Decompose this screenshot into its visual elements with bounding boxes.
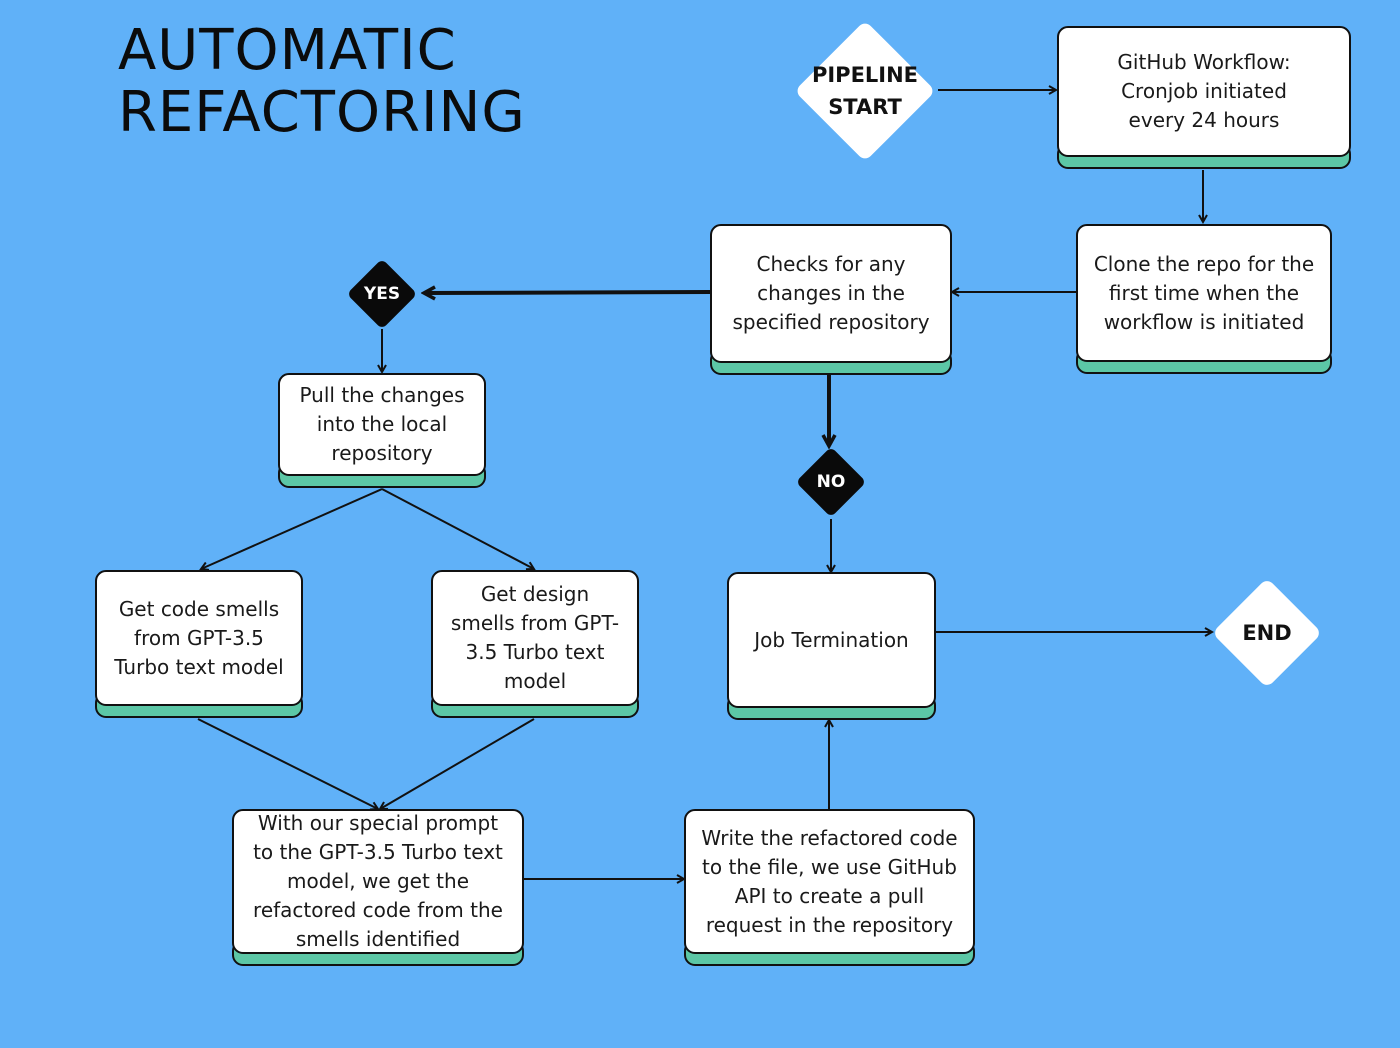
step-check-changes: Checks for any changes in the specified … [710,224,952,375]
step-github-workflow-text: GitHub Workflow: Cronjob initiated every… [1117,50,1291,132]
step-job-termination-text: Job Termination [754,627,909,652]
step-write-and-pr-text: Write the refactored code to the file, w… [701,825,958,937]
diagram-title: AUTOMATIC REFACTORING [118,20,638,144]
pipeline-start-terminal: PIPELINE START [793,19,937,163]
step-pull-changes: Pull the changes into the local reposito… [278,373,486,488]
step-refactor-prompt-text: With our special prompt to the GPT-3.5 T… [253,811,503,951]
arrow-pull-to-code-smells [201,488,383,569]
step-write-and-pr: Write the refactored code to the file, w… [684,809,975,966]
title-line-1: AUTOMATIC [118,18,457,83]
title-line-2: REFACTORING [118,80,526,145]
step-pull-changes-text: Pull the changes into the local reposito… [299,383,465,465]
decision-no: NO [795,446,867,518]
decision-yes-label: YES [363,284,401,304]
step-github-workflow: GitHub Workflow: Cronjob initiated every… [1057,26,1351,169]
pipeline-start-label: PIPELINE START [811,63,919,119]
arrow-pull-to-design-smells [381,488,534,569]
step-design-smells-text: Get design smells from GPT- 3.5 Turbo te… [450,582,620,693]
step-job-termination: Job Termination [727,572,936,720]
step-clone-repo-text: Clone the repo for the first time when t… [1093,251,1315,334]
step-clone-repo: Clone the repo for the first time when t… [1076,224,1332,374]
step-design-smells: Get design smells from GPT- 3.5 Turbo te… [431,570,639,718]
step-refactor-prompt: With our special prompt to the GPT-3.5 T… [232,809,524,966]
decision-no-label: NO [816,472,846,492]
step-check-changes-text: Checks for any changes in the specified … [732,252,930,334]
end-label: END [1242,621,1292,645]
step-code-smells: Get code smells from GPT-3.5 Turbo text … [95,570,303,718]
end-terminal: END [1211,577,1323,689]
arrow-check-to-yes [424,292,711,293]
arrow-design-smells-to-prompt [380,718,535,809]
step-code-smells-text: Get code smells from GPT-3.5 Turbo text … [114,596,284,679]
decision-yes: YES [346,258,418,330]
arrow-code-smells-to-prompt [197,718,378,809]
